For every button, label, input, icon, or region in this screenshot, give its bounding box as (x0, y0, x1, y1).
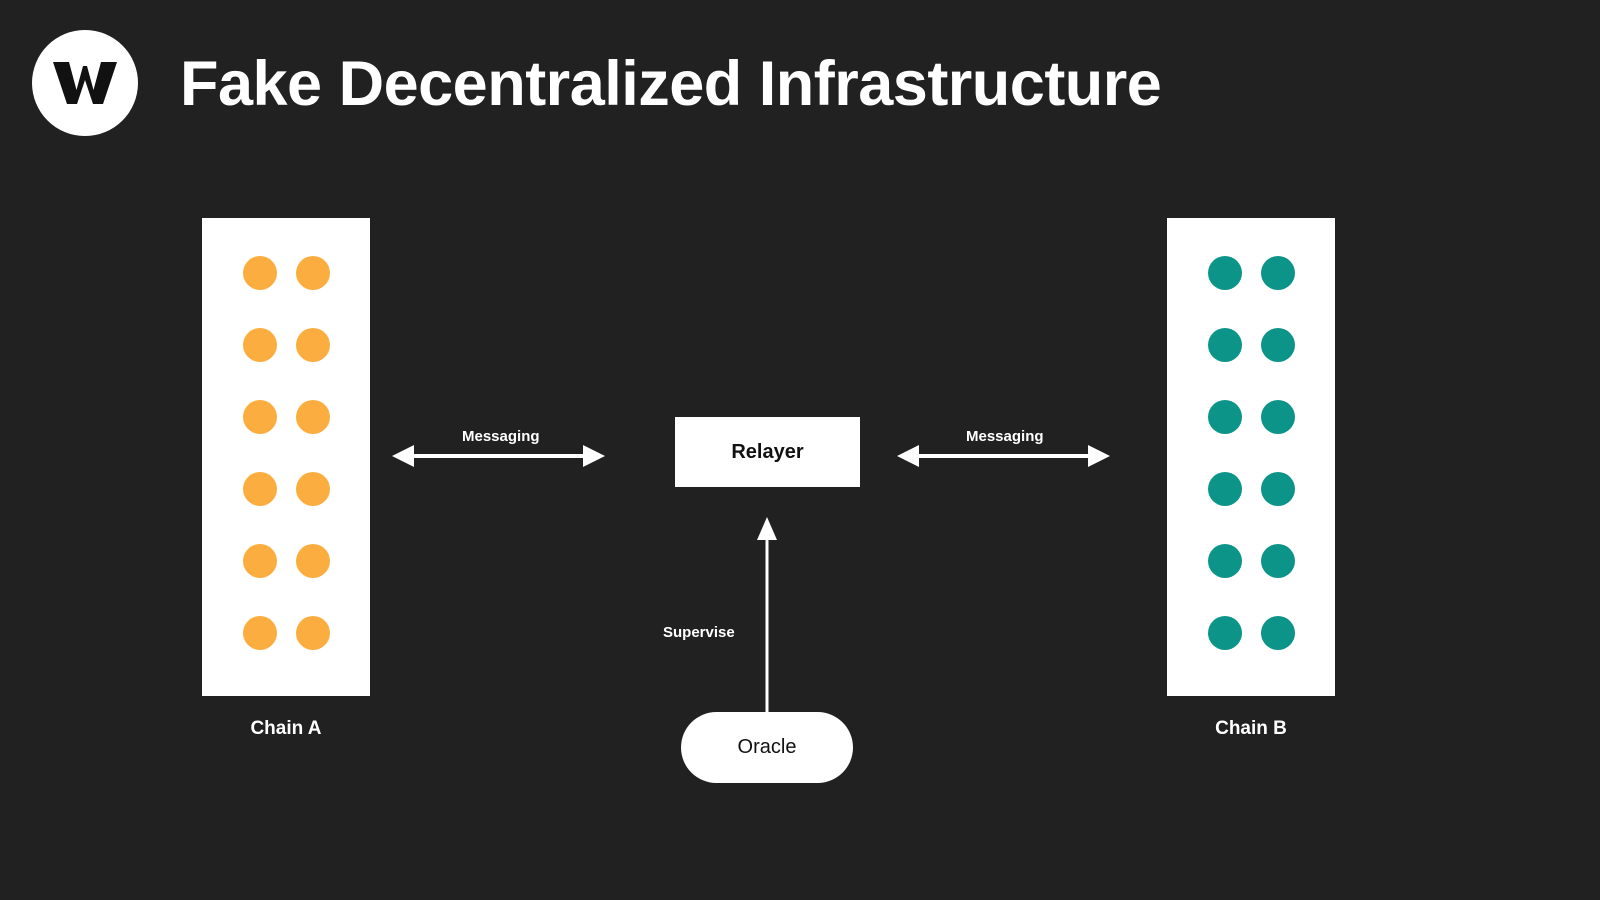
chain-node (1207, 256, 1242, 290)
chain-node (242, 400, 277, 434)
edge-label-messaging-left: Messaging (462, 428, 540, 445)
chain-node (295, 544, 330, 578)
chain-a-label: Chain A (250, 718, 322, 739)
oracle-node: Oracle (681, 712, 853, 783)
page-header: Fake Decentralized Infrastructure (0, 0, 1600, 170)
edge-label-messaging-right: Messaging (966, 428, 1044, 445)
chain-node (1260, 472, 1295, 506)
page-title: Fake Decentralized Infrastructure (180, 49, 1162, 119)
w-logo-icon (32, 30, 138, 136)
edge-label-supervise: Supervise (663, 624, 735, 641)
chain-block-a (202, 218, 370, 696)
chain-node (1207, 472, 1242, 506)
chain-node (242, 328, 277, 362)
chain-node (295, 472, 330, 506)
chain-node (242, 544, 277, 578)
edge-chain-b-relayer-arrow (897, 445, 1110, 467)
edge-chain-a-relayer-arrow (392, 445, 605, 467)
chain-node (242, 472, 277, 506)
chain-block-b (1167, 218, 1335, 696)
relayer-node: Relayer (675, 417, 860, 487)
node-grid-chain-b (1167, 256, 1335, 650)
chain-b-label: Chain B (1215, 718, 1287, 739)
chain-node (295, 400, 330, 434)
edge-oracle-relayer-arrow (757, 517, 777, 715)
chain-node (1207, 328, 1242, 362)
chain-node (1260, 256, 1295, 290)
chain-node (1260, 544, 1295, 578)
chain-node (295, 256, 330, 290)
chain-node (1260, 400, 1295, 434)
chain-node (1207, 616, 1242, 650)
chain-node (242, 616, 277, 650)
node-grid-chain-a (202, 256, 370, 650)
chain-node (1260, 328, 1295, 362)
chain-node (295, 616, 330, 650)
chain-node (242, 256, 277, 290)
chain-node (1207, 544, 1242, 578)
chain-node (1207, 400, 1242, 434)
chain-node (295, 328, 330, 362)
chain-node (1260, 616, 1295, 650)
